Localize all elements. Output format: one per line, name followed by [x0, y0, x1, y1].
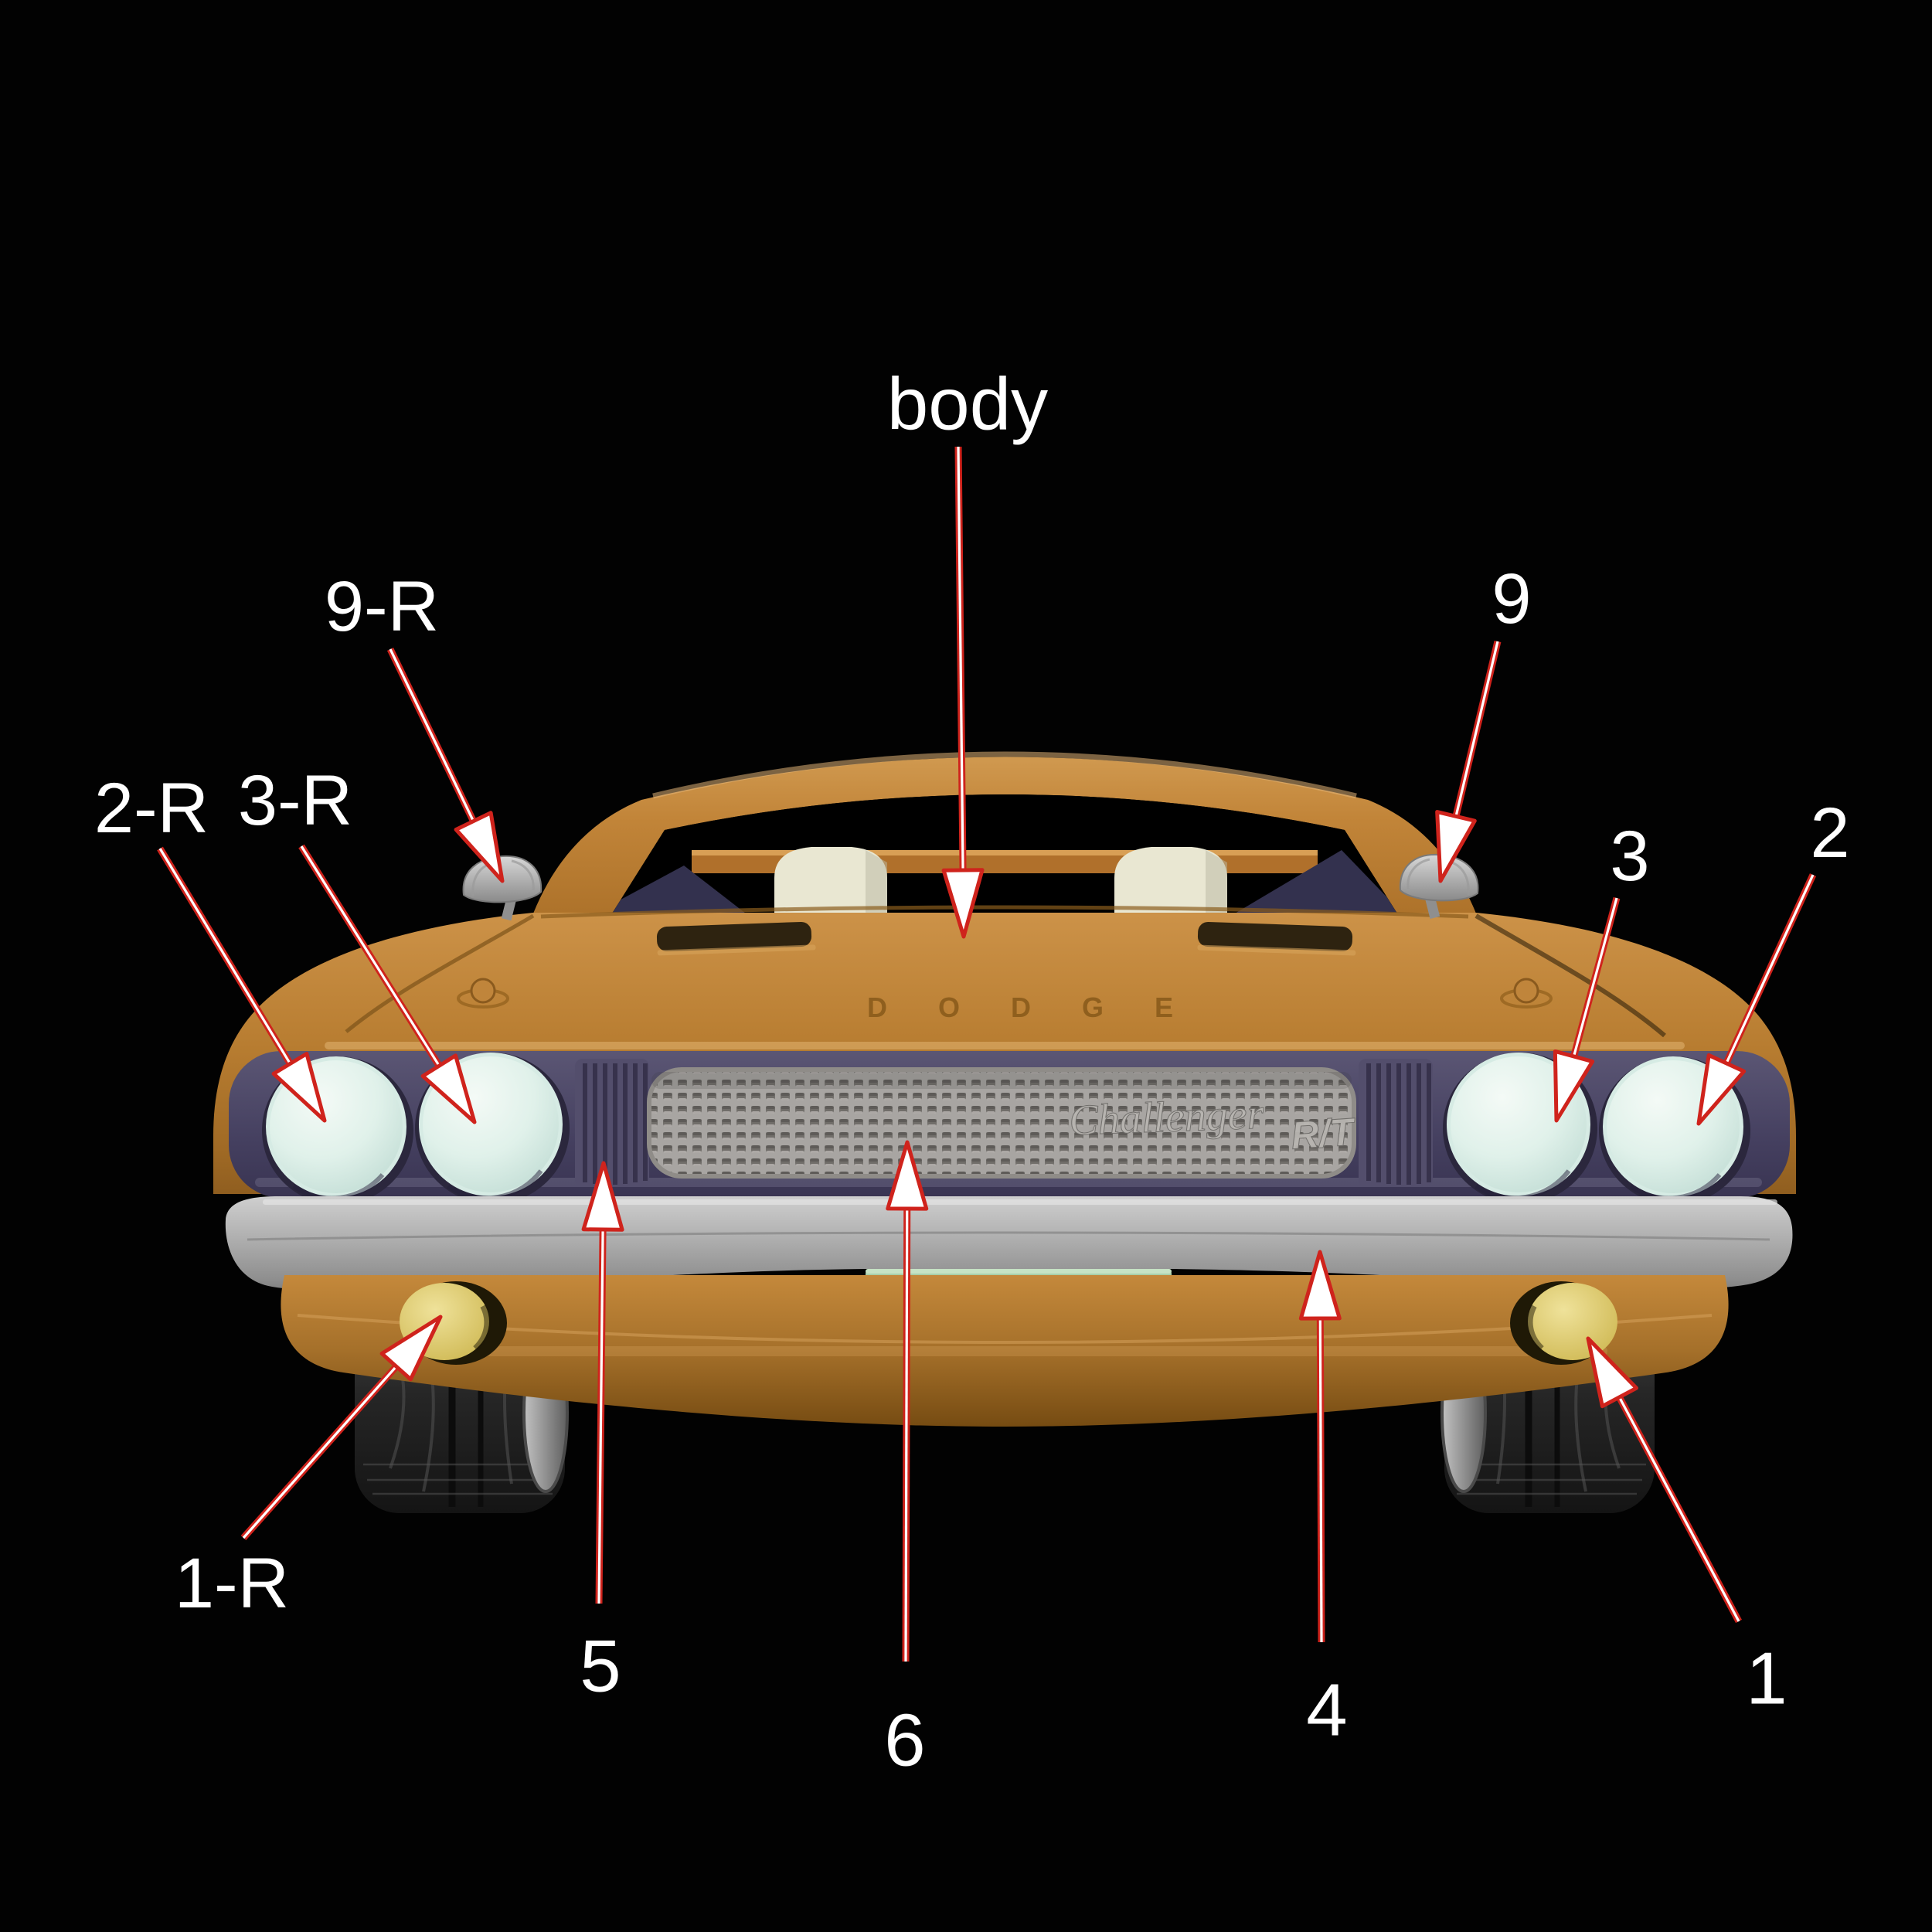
hood-pin-left [457, 978, 509, 1009]
arrow-shaft-1 [1615, 1391, 1740, 1622]
arrow-head-1-R [379, 1315, 443, 1382]
part-label-1-R: 1-R [175, 1544, 289, 1623]
arrow-head-5 [581, 1161, 624, 1232]
arrow-shaft-6 [904, 1202, 909, 1662]
arrow-head-4 [1298, 1250, 1342, 1321]
headrest-right-shade [1206, 850, 1227, 913]
callout-6: 6 [884, 1140, 929, 1782]
valence-crease [297, 1314, 1713, 1344]
hood-edge-highlight [325, 1042, 1685, 1049]
arrow-head-9-R [454, 811, 505, 883]
part-label-2-R: 2-R [94, 769, 209, 848]
arrow-shaft-5 [597, 1223, 604, 1604]
roof [533, 757, 1476, 913]
arrow-shaft-body [957, 446, 964, 877]
callout-1: 1 [1586, 1336, 1787, 1720]
arrow-head-2 [1696, 1053, 1747, 1126]
side-mirror-left [462, 855, 543, 921]
grille-mesh: Challenger R/T [647, 1067, 1359, 1179]
callout-5: 5 [580, 1161, 624, 1708]
interior [612, 847, 1397, 913]
part-label-9-R: 9-R [325, 567, 439, 646]
fender-crease-right [1475, 913, 1666, 1038]
callout-4: 4 [1298, 1250, 1348, 1752]
part-label-5: 5 [580, 1625, 621, 1708]
arrow-head-1 [1586, 1336, 1638, 1409]
callout-1-R: 1-R [175, 1315, 443, 1623]
callout-3: 3 [1553, 817, 1650, 1123]
dashboard-left [612, 866, 746, 913]
callout-3-R: 3-R [238, 761, 477, 1124]
valence-highlight [402, 1346, 1607, 1356]
part-label-2: 2 [1810, 794, 1849, 872]
arrow-shaft-9-R [389, 648, 478, 828]
parcel-shelf-highlight [692, 850, 1318, 855]
part-label-4: 4 [1306, 1669, 1347, 1752]
dashboard-right [1235, 850, 1397, 913]
arrow-shaft-2-R [158, 848, 294, 1070]
arrow-shaft-2 [1723, 874, 1815, 1070]
headrest-left-shade [866, 850, 887, 913]
callout-9: 9 [1435, 560, 1532, 883]
arrow-shaft-4 [1318, 1311, 1323, 1643]
headrest-right [1114, 847, 1227, 913]
bumper-seam [247, 1231, 1770, 1241]
part-label-1: 1 [1746, 1638, 1787, 1720]
roof-top-highlight [652, 751, 1357, 799]
part-label-6: 6 [884, 1699, 925, 1782]
arrow-shaft-3 [1570, 897, 1618, 1063]
arrow-shaft-3-R [300, 845, 444, 1072]
hood-pin-right [1500, 978, 1553, 1009]
grille-ribs-right [1359, 1059, 1433, 1187]
part-label-3: 3 [1610, 817, 1649, 896]
fender-crease-left [345, 913, 535, 1033]
part-label-9: 9 [1492, 560, 1531, 638]
callout-2-R: 2-R [94, 769, 327, 1123]
callout-9-R: 9-R [325, 567, 505, 883]
cowl-shadow-line [540, 905, 1469, 919]
bumper-top-highlight [263, 1199, 1777, 1205]
arrow-head-3 [1553, 1049, 1595, 1123]
arrow-head-9 [1435, 810, 1477, 883]
part-label-body: body [887, 363, 1048, 446]
arrow-head-2-R [271, 1051, 327, 1123]
hood-scoop-right [1197, 921, 1356, 956]
headrest-left [774, 847, 887, 913]
callout-2: 2 [1696, 794, 1850, 1126]
grille-ribs-left [575, 1059, 649, 1187]
lower-valence [281, 1275, 1729, 1427]
arrow-head-3-R [420, 1053, 477, 1124]
fog-light-right [1510, 1281, 1617, 1365]
arrow-head-6 [886, 1140, 929, 1211]
grille-rt-badge: R/T [1290, 1110, 1359, 1158]
hood-scoop-left [656, 921, 816, 956]
part-label-3-R: 3-R [238, 761, 352, 840]
arrow-shaft-1-R [242, 1361, 402, 1539]
arrow-shaft-9 [1453, 641, 1499, 823]
labels-layer: body 9-R 2-R 3-R 9 3 2 1-R 5 6 4 1 [94, 363, 1850, 1782]
arrow-head-body [941, 868, 985, 939]
grille-script: Challenger [1068, 1090, 1264, 1145]
callout-body: body [887, 363, 1048, 939]
hood-badge: DODGE [867, 992, 1224, 1023]
